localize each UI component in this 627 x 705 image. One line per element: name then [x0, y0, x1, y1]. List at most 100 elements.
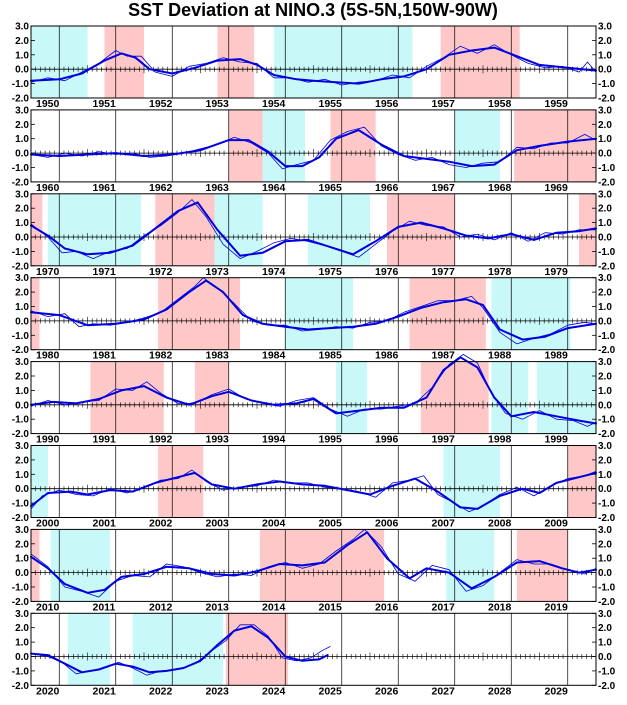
y-tick-label-right: 2.0: [598, 372, 612, 383]
y-tick-label-right: -2.0: [598, 94, 616, 105]
panel-frame: [30, 25, 597, 99]
la-nina-shade: [67, 613, 111, 686]
el-nino-shade: [330, 109, 376, 182]
y-tick-label-right: 0.0: [598, 484, 612, 495]
y-tick-label-left: 1.0: [15, 302, 29, 313]
y-tick-label-right: -1.0: [598, 331, 616, 342]
y-tick-label-left: -1.0: [12, 331, 30, 342]
smoothed-anomaly-line: [30, 279, 597, 341]
y-tick-label-right: 3.0: [598, 189, 612, 200]
y-tick-label-right: 0.0: [598, 65, 612, 76]
y-tick-label-right: 2.0: [598, 204, 612, 215]
la-nina-shade: [336, 361, 368, 434]
y-tick-label-right: 3.0: [598, 273, 612, 284]
y-tick-label-right: 0.0: [598, 316, 612, 327]
year-label: 1983: [206, 350, 230, 362]
y-tick-label-left: -1.0: [12, 79, 30, 90]
y-tick-label-left: -1.0: [12, 499, 30, 510]
year-label: 2017: [432, 601, 456, 613]
year-label: 1993: [206, 434, 230, 446]
y-tick-label-left: 1.0: [15, 386, 29, 397]
year-label: 1994: [262, 434, 286, 446]
y-tick-label-right: 2.0: [598, 623, 612, 634]
y-tick-label-left: -1.0: [12, 415, 30, 426]
la-nina-shade: [454, 109, 500, 182]
year-label: 1963: [206, 182, 230, 194]
panel-frame: [30, 109, 597, 183]
year-label: 1997: [432, 434, 456, 446]
y-tick-label-right: -1.0: [598, 79, 616, 90]
year-label: 2002: [149, 518, 173, 530]
y-tick-label-left: -2.0: [12, 429, 30, 440]
y-tick-label-left: 3.0: [15, 609, 29, 620]
year-label: 1958: [488, 98, 512, 110]
el-nino-shade: [567, 445, 596, 518]
year-label: 1979: [545, 266, 569, 278]
el-nino-shade: [158, 277, 241, 350]
y-tick-label-right: 1.0: [598, 50, 612, 61]
y-tick-label-left: 2.0: [15, 539, 29, 550]
year-label: 2022: [149, 685, 173, 697]
la-nina-shade: [285, 277, 354, 350]
year-label: 2006: [375, 518, 399, 530]
y-tick-label-right: 0.0: [598, 652, 612, 663]
year-label: 1959: [545, 98, 569, 110]
y-tick-label-right: 3.0: [598, 357, 612, 368]
y-tick-label-left: 0.0: [15, 149, 29, 160]
y-tick-label-right: 3.0: [598, 609, 612, 620]
el-nino-shade: [259, 529, 385, 602]
y-tick-label-right: 0.0: [598, 400, 612, 411]
y-tick-label-right: 1.0: [598, 638, 612, 649]
y-tick-label-right: 1.0: [598, 218, 612, 229]
y-tick-label-left: 2.0: [15, 372, 29, 383]
year-label: 1990: [36, 434, 60, 446]
y-tick-label-left: -1.0: [12, 666, 30, 677]
y-tick-label-right: 1.0: [598, 134, 612, 145]
y-tick-label-left: 0.0: [15, 316, 29, 327]
y-tick-label-left: -1.0: [12, 247, 30, 258]
year-label: 2009: [545, 518, 569, 530]
year-label: 1952: [149, 98, 173, 110]
year-label: 2025: [319, 685, 343, 697]
la-nina-shade: [307, 193, 370, 266]
y-tick-label-right: 3.0: [598, 525, 612, 536]
y-tick-label-right: 2.0: [598, 539, 612, 550]
year-label: 1960: [36, 182, 60, 194]
year-label: 1961: [93, 182, 117, 194]
year-label: 1950: [36, 98, 60, 110]
y-tick-label-right: 2.0: [598, 455, 612, 466]
y-tick-label-right: -1.0: [598, 583, 616, 594]
year-label: 1966: [375, 182, 399, 194]
y-tick-label-right: -2.0: [598, 681, 616, 692]
y-tick-label-left: 0.0: [15, 568, 29, 579]
y-tick-label-left: -2.0: [12, 261, 30, 272]
year-label: 1986: [375, 350, 399, 362]
smoothed-anomaly-line: [30, 531, 597, 594]
year-label: 1970: [36, 266, 60, 278]
panel-frame: [30, 528, 597, 602]
y-tick-label-left: 1.0: [15, 50, 29, 61]
y-tick-label-left: 2.0: [15, 36, 29, 47]
smoothed-anomaly-line: [30, 356, 597, 425]
y-tick-label-left: -2.0: [12, 177, 30, 188]
y-tick-label-left: 0.0: [15, 233, 29, 244]
year-label: 1955: [319, 98, 343, 110]
year-label: 1980: [36, 350, 60, 362]
year-label: 2029: [545, 685, 569, 697]
panel-frame: [30, 361, 597, 435]
la-nina-shade: [132, 613, 224, 686]
y-tick-label-right: -1.0: [598, 163, 616, 174]
y-tick-label-left: -2.0: [12, 681, 30, 692]
y-tick-label-right: 3.0: [598, 22, 612, 33]
y-tick-label-right: -2.0: [598, 345, 616, 356]
el-nino-shade: [155, 193, 215, 266]
year-label: 1953: [206, 98, 230, 110]
y-tick-label-right: -2.0: [598, 597, 616, 608]
year-label: 2015: [319, 601, 343, 613]
y-tick-label-right: 2.0: [598, 120, 612, 131]
year-label: 2026: [375, 685, 399, 697]
